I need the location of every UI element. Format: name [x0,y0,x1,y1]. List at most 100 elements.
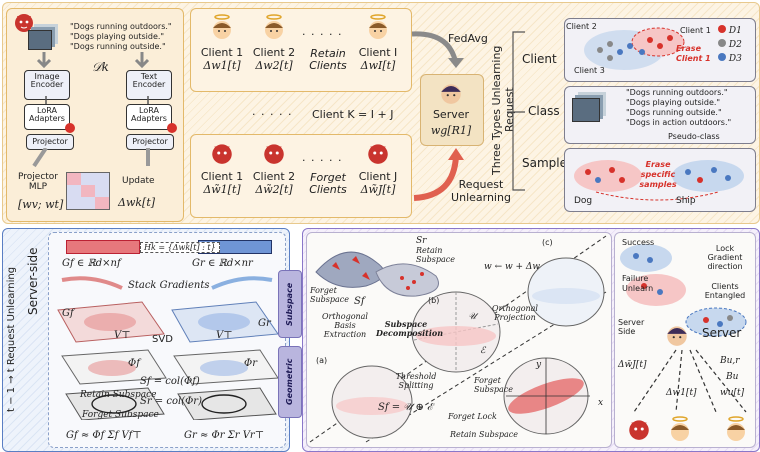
image-encoder: Image Encoder [24,70,70,100]
class-image-stack [572,98,600,122]
gr-small-label: Gr [258,318,271,329]
legend-d1: D1 [718,24,742,38]
retain-client-name: Client 1 [200,46,244,59]
sr-label: Sr [416,236,427,246]
forget-subspace-top-label: Forget Subspace [310,286,349,304]
projector-mlp-label: Projector MLP [18,172,58,192]
lora-adapters-text: LoRA Adapters [126,104,172,130]
retain-subspace-mid-label: Retain Subspace [450,430,518,439]
gf-approx-label: Gf ≈ Φf Σf Vf⊤ [66,430,142,441]
weights-label: [wv; wt] [18,198,64,211]
forget-subspace-label: Forget Subspace [82,410,159,420]
forget-client-name: Client J [358,170,398,183]
forget-client-j: Client J Δw̃J[t] [352,140,404,196]
forget-lock-label: Forget Lock [448,412,497,421]
forget-client-1: Client 1 Δw̃1[t] [196,140,248,196]
type-class: Class [528,104,560,118]
type-sample: Sample [522,156,567,170]
type-client: Client [522,52,557,66]
delta-wj-label: Δw̃J[t] [618,360,647,370]
server-side-small-label: Server Side [618,318,645,336]
flame-icon [167,123,177,133]
subspace-geometry [309,235,607,443]
subspace-decomp-label: Subspace Decomposition [376,319,444,338]
axis-x-label: x [598,398,604,408]
angel-icon [265,14,283,39]
ship-label: Ship [676,196,696,206]
lock-gradient-label: Lock Gradient direction [707,244,743,271]
retain-client-i: Client I ΔwI[t] [352,14,404,72]
devil-icon [15,14,33,32]
forget-clients-label: Forget Clients [309,171,347,196]
label-a: (a) [316,356,328,365]
delta-w1-label: Δw1[t] [666,388,697,398]
vt-label-1: V⊤ [114,330,131,341]
sf-eq-label: Sf = 𝒰 ⊕ ℰ [378,402,433,413]
class-text-1: "Dogs running outdoors." [626,88,728,97]
retain-subspace-label: Retain Subspace [80,390,157,400]
clients-entangled-label: Clients Entangled [704,282,746,300]
fedavg-label: FedAvg [448,32,488,45]
class-text-2: "Dogs playing outside." [626,98,721,107]
server-label: Server [432,108,470,121]
vt-label-2: V⊤ [216,330,233,341]
retain-client-name: Client 2 [252,46,296,59]
erase-client-label: Erase Client 1 [676,44,711,63]
sf-label: Sf [354,296,365,307]
mid-dots: · · · · · [252,108,293,121]
gr-approx-label: Gr ≈ Φr Σr Vr⊤ [184,430,265,441]
retain-client-delta: Δw2[t] [255,59,293,72]
label-c: (c) [542,238,553,247]
orth-basis-label: Orthogonal Basis Extraction [322,312,368,339]
label-b: (b) [428,296,440,305]
b-ur-label: Bu,r [720,356,740,366]
angel-icon [369,14,387,39]
gf-label: Gf ∈ ℝd×nf [62,258,121,269]
projector-image: Projector [26,134,74,150]
forget-dots: · · · · · [302,154,343,167]
devil-icon [368,144,388,164]
phi-f-label: Φf [128,358,140,369]
client-legend: D1 D2 D3 [718,24,742,66]
arrows-down [36,52,150,69]
retain-client-delta: ΔwI[t] [360,59,396,72]
forget-client-delta: Δw̃1[t] [203,183,241,196]
similarity-matrix [66,172,110,210]
forget-client-delta: Δw̃2[t] [255,183,293,196]
class-text-3: "Dogs running outside." [626,108,722,117]
server-avatar-icon [441,84,461,104]
devil-icon [212,144,232,164]
fedavg-arrow [411,31,464,68]
client2-label: Client 2 [566,22,597,31]
request-arrow [413,148,464,201]
stack-gradients-label: Stack Gradients [128,280,210,291]
update-eq-label: w ← w + Δw [484,262,541,272]
retain-client-2: Client 2 Δw2[t] [248,14,300,72]
client3-label: Client 3 [574,66,605,75]
result-clusters [620,244,747,337]
retain-client-name: Client I [358,46,398,59]
success-label: Success [622,238,655,247]
server-right-label: Server [702,326,742,340]
tab-subspace-splitting[interactable]: Subspace Splitting [278,270,316,338]
threshold-label: Threshold Splitting [395,372,437,390]
legend-d2: D2 [718,38,742,52]
prompt-list: "Dogs running outdoors." "Dogs playing o… [70,22,180,52]
lora-adapters-image: LoRA Adapters [24,104,70,130]
devil-icon [629,420,649,440]
prompt-3: "Dogs running outside." [70,42,166,51]
gf-vector-bar [66,240,140,254]
dog-label: Dog [574,196,593,206]
prompt-2: "Dogs playing outside." [70,32,165,41]
dataset-label: 𝒟k [92,60,109,74]
time-label: t − 1 → t Request Unlearning [6,266,17,412]
retain-subspace-top-label: Retain Subspace [416,246,455,264]
forget-client-name: Client 2 [252,170,296,183]
tab-geometric-constraint[interactable]: Geometric Constraint [278,346,316,418]
e-label: ℰ [480,346,486,356]
forget-client-name: Client 1 [200,170,244,183]
class-text-4: "Dogs in action outdoors." [626,118,732,127]
forget-client-2: Client 2 Δw̃2[t] [248,140,300,196]
wu-label: wu[t] [720,388,745,398]
devil-icon [264,144,284,164]
